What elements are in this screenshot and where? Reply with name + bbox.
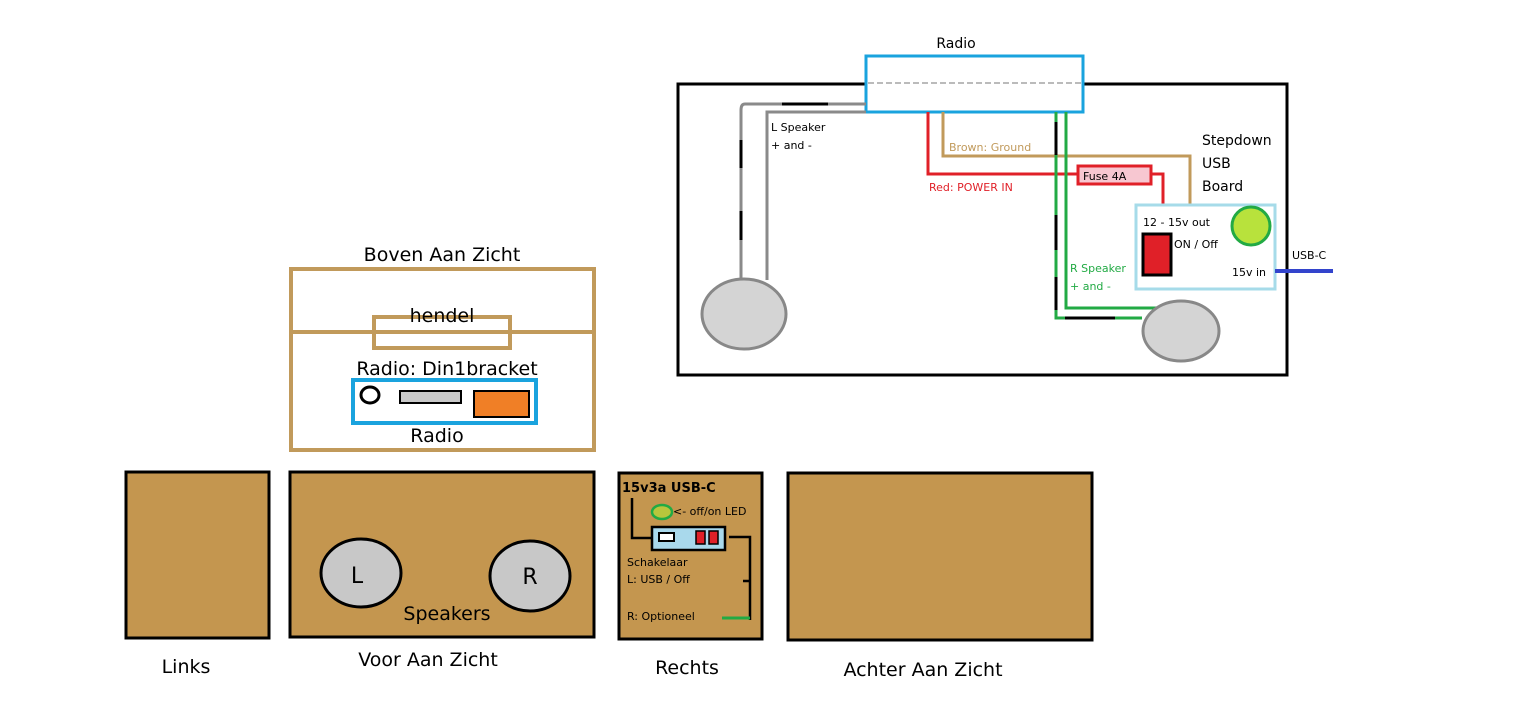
left-view-panel: [124, 470, 271, 640]
r-speaker: [1141, 299, 1221, 363]
speaker-left: [319, 537, 403, 609]
r-speaker-label: R Speaker: [1070, 262, 1126, 275]
back-view-panel: [786, 471, 1094, 642]
fuse-label: Fuse 4A: [1083, 170, 1127, 183]
switch-slot-2: [708, 530, 719, 545]
l-speaker-label: L Speaker: [771, 121, 826, 134]
stepdown-out-label: 12 - 15v out: [1143, 216, 1211, 229]
led-label: <- off/on LED: [673, 505, 746, 518]
l-speaker-polarity: + and -: [771, 139, 812, 152]
radio-label: Radio: [410, 425, 463, 447]
usb-c-label: USB-C: [1292, 249, 1327, 262]
left-view-label: Links: [162, 656, 211, 678]
stepdown-title-1: Stepdown: [1202, 133, 1272, 149]
side-views: Links L R Speakers Voor Aan Zicht 15v3a …: [124, 470, 1094, 681]
switch-usb-slot: [658, 532, 675, 542]
off-on-led: [650, 503, 674, 521]
front-view-label: Voor Aan Zicht: [358, 649, 498, 671]
right-view-panel: [617, 471, 764, 641]
speakers-label: Speakers: [403, 603, 490, 625]
optional-wire: [729, 535, 752, 620]
wiring-diagram: Radio L Speaker + and - Brown: Ground Re…: [676, 36, 1333, 377]
l-speaker-wire-inner: [765, 110, 866, 280]
radio-title: Radio: [936, 36, 975, 52]
stepdown-in-label: 15v in: [1232, 266, 1266, 279]
speaker-left-label: L: [351, 564, 364, 589]
switch-slot-1: [695, 530, 706, 545]
right-usb-label: 15v3a USB-C: [622, 481, 716, 496]
red-power-wire-out: [1151, 172, 1165, 205]
handle: [372, 315, 512, 350]
brown-ground-label: Brown: Ground: [949, 141, 1031, 154]
radio-knob: [359, 385, 381, 405]
radio-unit: [864, 54, 1085, 114]
r-speaker-wire-inner: [1064, 112, 1175, 310]
fuse: [1076, 164, 1153, 186]
back-view-label: Achter Aan Zicht: [843, 659, 1002, 681]
top-view-title: Boven Aan Zicht: [364, 244, 521, 266]
red-power-wire: [926, 112, 1077, 176]
stepdown-title-3: Board: [1202, 179, 1243, 195]
radio-display: [399, 390, 462, 404]
speaker-right: [488, 539, 572, 613]
switch-r-label: R: Optioneel: [627, 610, 695, 623]
right-view-label: Rechts: [655, 657, 719, 679]
usb-wire: [630, 498, 652, 540]
switch-label: Schakelaar: [627, 556, 688, 569]
power-switch: [1141, 232, 1173, 277]
l-speaker-wire-outer: [739, 102, 866, 278]
status-led: [1230, 205, 1272, 247]
radio-button: [473, 390, 530, 418]
stepdown-title-2: USB: [1202, 156, 1231, 172]
switch-l-label: L: USB / Off: [627, 573, 690, 586]
speaker-right-label: R: [522, 565, 537, 590]
power-switch-label: ON / Off: [1174, 238, 1218, 251]
top-view: Boven Aan Zicht hendel Radio: Din1bracke…: [289, 244, 596, 452]
l-speaker: [700, 277, 788, 351]
bracket-label: Radio: Din1bracket: [356, 358, 537, 380]
red-power-label: Red: POWER IN: [929, 181, 1013, 194]
handle-label: hendel: [410, 305, 475, 327]
r-speaker-polarity: + and -: [1070, 280, 1111, 293]
